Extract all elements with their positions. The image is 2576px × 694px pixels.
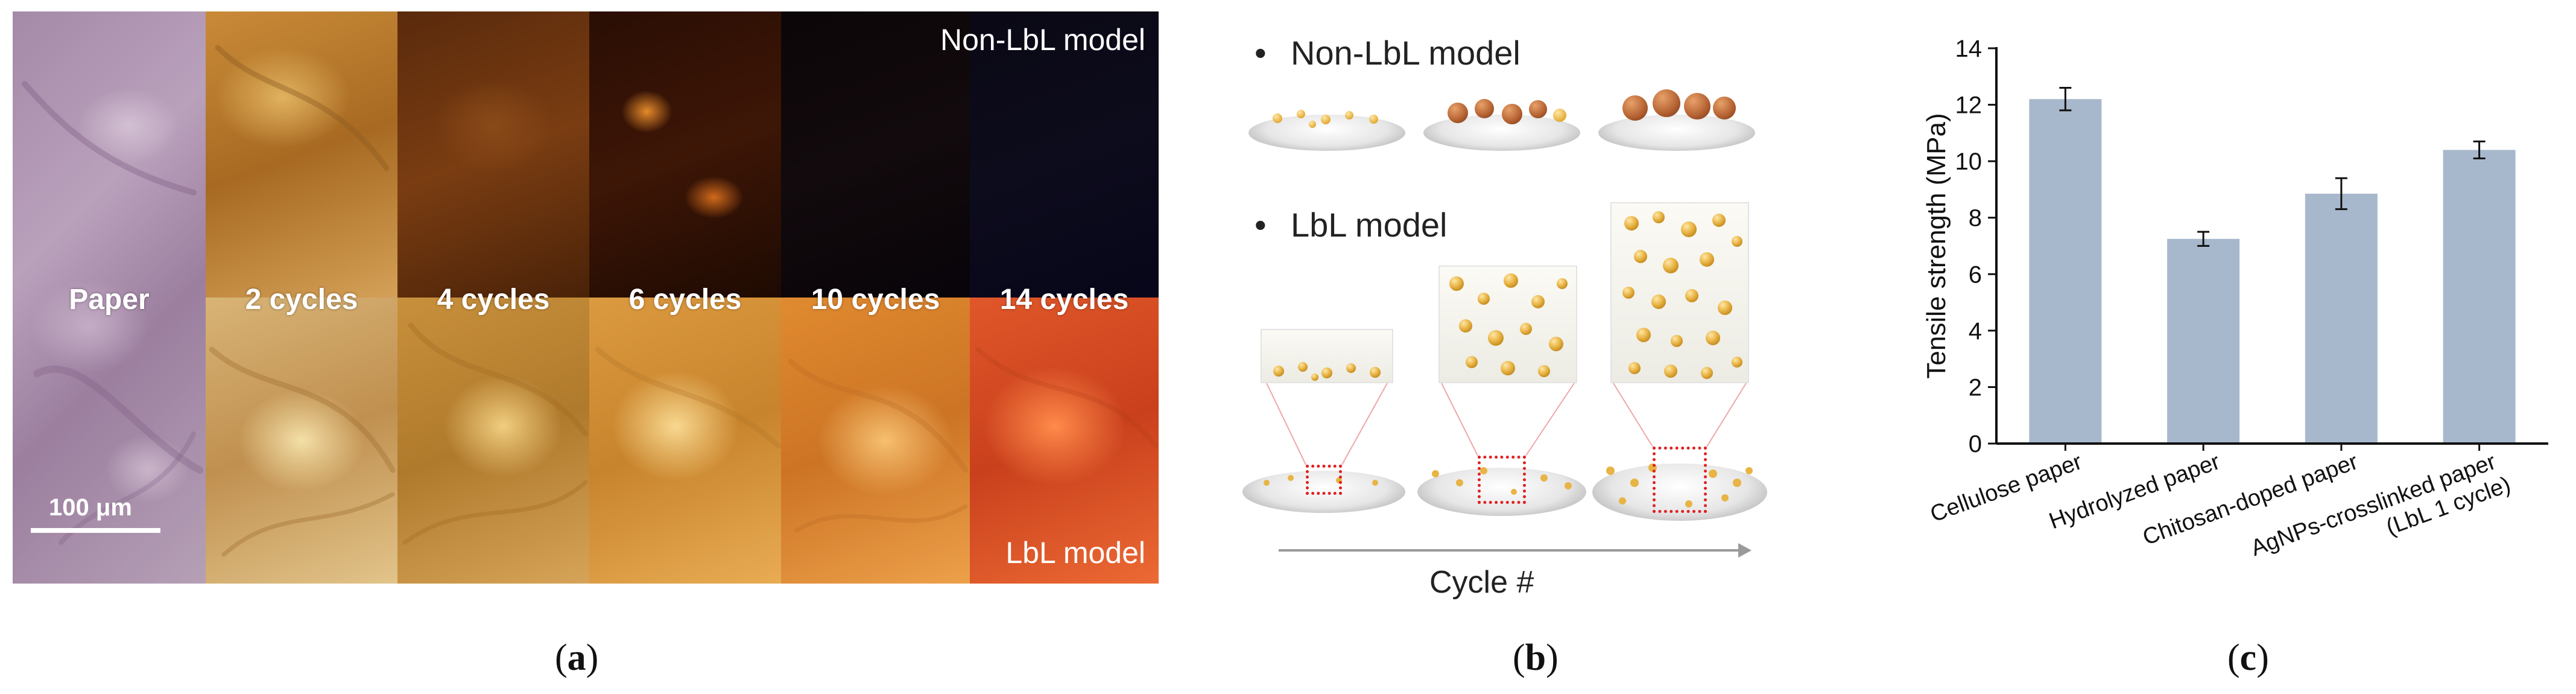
micrograph-lbl-6-cycles (589, 298, 781, 584)
x-tick-label: AgNPs-crosslinked paper(LbL 1 cycle) (2247, 447, 2514, 587)
bar (2029, 99, 2102, 444)
label-2-cycles: 2 cycles (245, 284, 358, 316)
nanoparticle (1345, 111, 1353, 119)
panel-letter-c: (c) (2227, 637, 2269, 680)
panel-letter-b-text: b (1525, 637, 1546, 678)
lbl-paper-particles (1264, 383, 1753, 508)
y-axis-label: Tensile strength (MPa) (1922, 113, 1951, 378)
label-non-lbl-model: Non-LbL model (940, 23, 1145, 57)
aggregate-particle (1475, 99, 1494, 118)
paper-substrate (1598, 115, 1755, 151)
cycle-axis-label: Cycle # (1429, 565, 1534, 600)
bar (2305, 193, 2378, 444)
aggregate-particle (1448, 103, 1468, 123)
micrograph-non-lbl-6-cycles (589, 11, 781, 298)
nanoparticle (1369, 115, 1378, 124)
fiber-texture (22, 45, 1158, 557)
nanoparticle (1553, 109, 1566, 122)
micrograph-lbl-2-cycles (206, 298, 397, 584)
label-14-cycles: 14 cycles (999, 284, 1129, 316)
y-tick-label: 6 (1969, 261, 1982, 288)
scale-bar-label: 100 μm (49, 494, 132, 521)
panel-letter-a: (a) (555, 637, 598, 680)
scale-bar (31, 528, 160, 533)
cycle-arrow (1279, 543, 1752, 558)
micrograph-paper (13, 11, 206, 584)
panel-letter-c-text: c (2239, 637, 2257, 678)
paren-open: ( (2227, 637, 2240, 678)
aggregate-particle (1529, 100, 1547, 118)
aggregate-particle (1622, 95, 1648, 121)
bar (2443, 150, 2516, 444)
zoom-region-2 (1478, 456, 1526, 504)
aggregate-particle (1713, 97, 1736, 119)
micrograph-non-lbl-2-cycles (206, 11, 397, 298)
aggregate-particle (1653, 89, 1680, 117)
panel-letter-b: (b) (1513, 637, 1559, 680)
schematic-non-lbl-heading: • Non-LbL model (1255, 33, 1521, 72)
nanoparticle (1309, 121, 1316, 128)
nanoparticle (1321, 115, 1331, 124)
paren-close: ) (586, 637, 599, 678)
micrograph-non-lbl-4-cycles (397, 11, 589, 298)
y-tick-label: 4 (1969, 318, 1982, 345)
y-tick-label: 2 (1969, 374, 1982, 401)
micrograph-lbl-4-cycles (397, 298, 589, 584)
y-tick-label: 8 (1969, 205, 1982, 232)
y-tick-label: 0 (1969, 431, 1982, 457)
label-4-cycles: 4 cycles (437, 284, 550, 316)
paper-substrate (1417, 468, 1586, 516)
schematic-lbl-heading: • LbL model (1255, 205, 1447, 244)
nanoparticle (1273, 113, 1282, 123)
schematic-non-lbl-label: Non-LbL model (1291, 34, 1521, 72)
paren-close: ) (2256, 637, 2269, 678)
bar (2167, 238, 2240, 444)
zoom-region-3 (1653, 447, 1707, 513)
label-10-cycles: 10 cycles (811, 284, 940, 316)
label-6-cycles: 6 cycles (628, 284, 742, 316)
schematic-lbl-label: LbL model (1291, 206, 1448, 244)
micrograph-panel: Paper 2 cycles 4 cycles 6 cycles 10 cycl… (13, 11, 1159, 584)
aggregate-particle (1502, 104, 1522, 124)
micrograph-non-lbl-10-cycles (781, 11, 970, 298)
label-paper: Paper (69, 284, 150, 316)
micrograph-lbl-14-cycles (970, 298, 1159, 584)
aggregate-particle (1684, 93, 1710, 119)
panel-letter-a-text: a (567, 637, 586, 678)
nanoparticle (1297, 110, 1305, 118)
y-tick-label: 12 (1955, 92, 1983, 119)
zoom-region-1 (1306, 465, 1342, 495)
micrograph-lbl-10-cycles (781, 298, 970, 584)
paren-close: ) (1546, 637, 1559, 678)
schematic-panel: • Non-LbL model • LbL model (1230, 24, 1767, 603)
bullet-icon: • (1255, 34, 1267, 72)
label-lbl-model: LbL model (1005, 536, 1145, 570)
micrograph-non-lbl-14-cycles (970, 11, 1159, 298)
paren-open: ( (1513, 637, 1525, 678)
y-tick-label: 14 (1955, 36, 1983, 62)
paper-substrate (1423, 115, 1580, 151)
y-tick-label: 10 (1955, 148, 1983, 175)
paren-open: ( (555, 637, 568, 678)
bullet-icon: • (1255, 206, 1267, 244)
lbl-block-particles (1273, 211, 1742, 381)
